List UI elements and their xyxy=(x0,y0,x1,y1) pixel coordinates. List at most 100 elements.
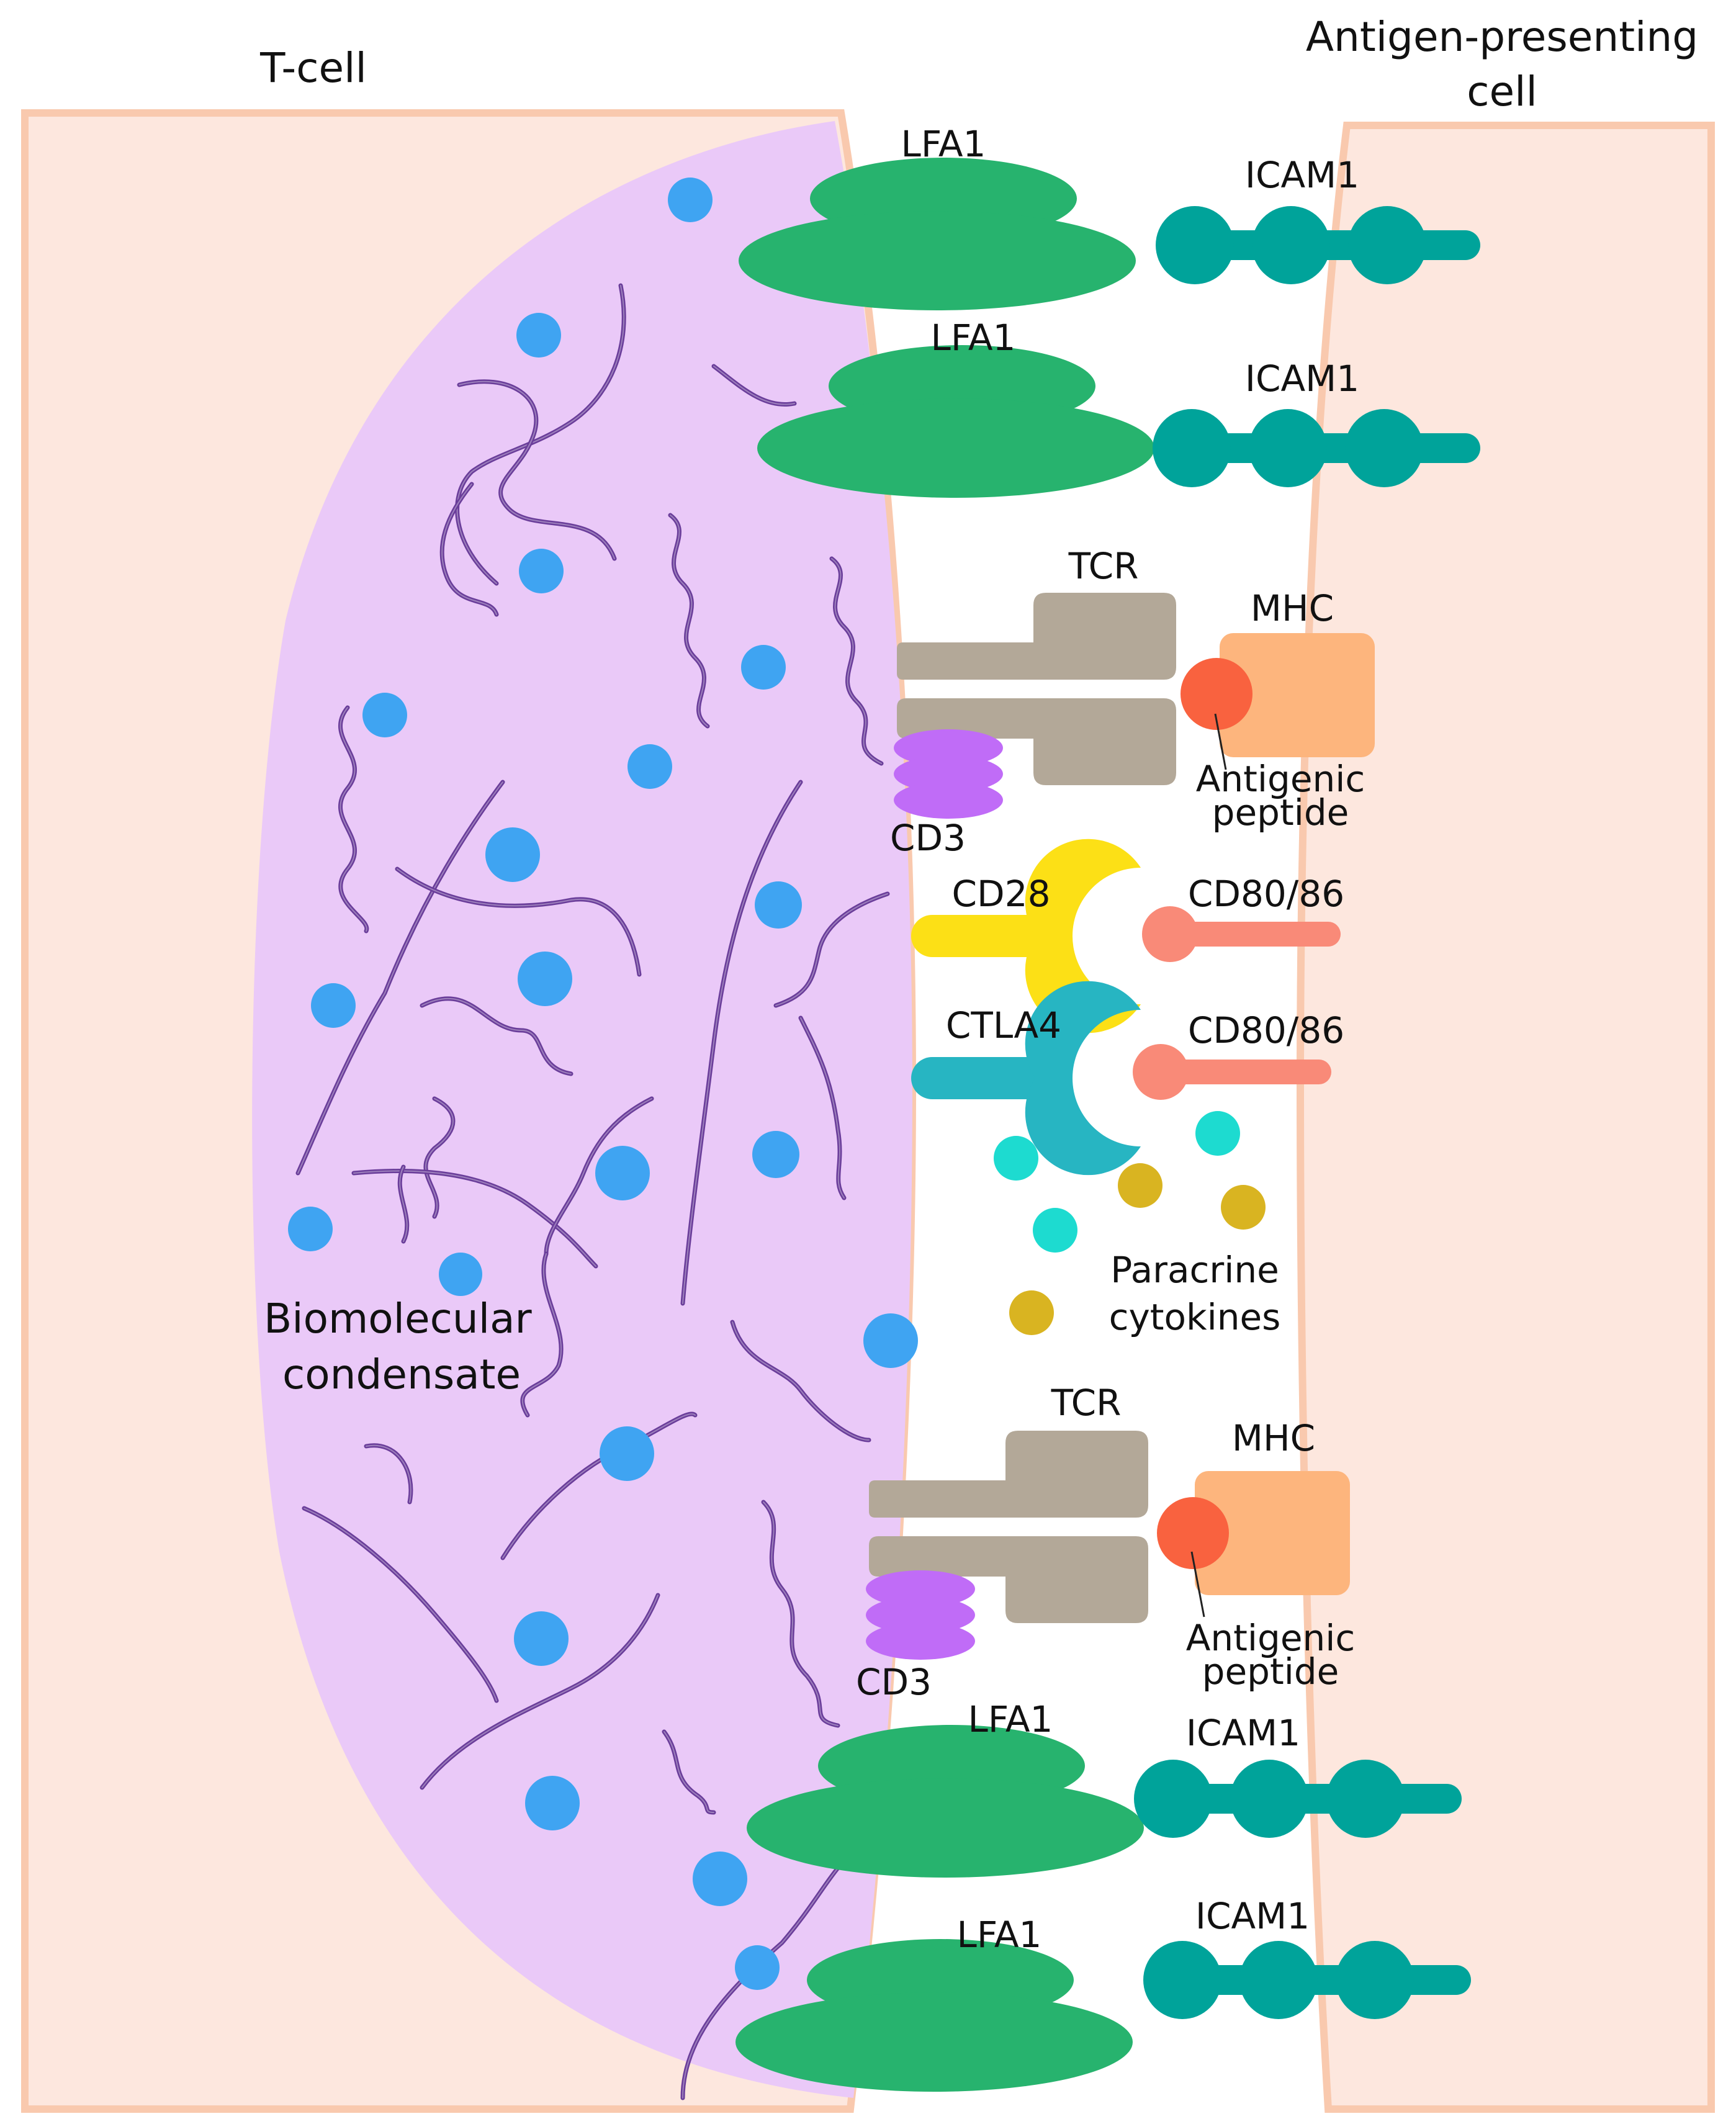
protein-dot xyxy=(595,1146,650,1200)
filament-highlight xyxy=(682,781,801,1304)
cd3-label-1: CD3 xyxy=(889,817,966,859)
filament xyxy=(420,996,573,1076)
ctla4-label: CTLA4 xyxy=(945,1004,1062,1046)
protein-dot xyxy=(519,549,564,593)
lfa1-molecule xyxy=(735,1939,1133,2092)
filament xyxy=(711,364,797,407)
cd3-subunit xyxy=(866,1622,975,1660)
lfa1-lower-lobe xyxy=(735,1992,1133,2092)
lfa1-lower-lobe xyxy=(739,211,1136,310)
filament-highlight xyxy=(522,1253,562,1416)
filament xyxy=(829,556,884,766)
tcr-molecule xyxy=(897,593,1176,785)
apc-label: Antigen-presenting cell xyxy=(1306,10,1698,119)
lfa1-lower-lobe xyxy=(757,398,1154,498)
cytokine-cyan xyxy=(1195,1111,1240,1156)
mhc-molecule xyxy=(1181,633,1375,770)
antigenic-peptide xyxy=(1157,1497,1229,1569)
icam1-domain xyxy=(1156,206,1234,284)
icam1-domain xyxy=(1230,1760,1308,1838)
condensate-label-line2: condensate xyxy=(282,1351,521,1398)
protein-dot xyxy=(514,1611,569,1666)
protein-dot xyxy=(525,1776,580,1830)
tcr-label-2: TCR xyxy=(1051,1382,1122,1424)
filament xyxy=(680,780,803,1306)
cd28-label: CD28 xyxy=(951,873,1051,915)
icam1-label-4: ICAM1 xyxy=(1195,1895,1310,1937)
mhc-label-2: MHC xyxy=(1231,1417,1316,1459)
lfa1-label-4: LFA1 xyxy=(956,1914,1042,1956)
cd3-subunit xyxy=(894,729,1003,767)
cd80-86-ligand xyxy=(1133,1044,1331,1100)
cytokine-cyan xyxy=(994,1136,1038,1181)
filament xyxy=(395,866,642,977)
peptide-pointer-line xyxy=(1190,1551,1205,1618)
filament xyxy=(455,283,626,586)
filament-highlight xyxy=(425,1098,454,1217)
antigenic-peptide-label-1: Antigenic peptide xyxy=(1195,758,1365,830)
filament xyxy=(295,780,505,1176)
condensate-region xyxy=(252,121,913,2098)
protein-dot xyxy=(518,952,572,1006)
filament-highlight xyxy=(800,1017,845,1199)
filament-highlight xyxy=(459,380,615,559)
protein-dot xyxy=(693,1852,747,1906)
filament xyxy=(439,482,499,617)
icam1-domain xyxy=(1336,1941,1414,2019)
protein-dot xyxy=(741,645,786,690)
condensate-label: Biomolecular condensate xyxy=(264,1291,532,1403)
cd3-subunit xyxy=(866,1570,975,1608)
protein-dot xyxy=(516,313,561,358)
icam1-domain xyxy=(1348,206,1426,284)
icam1-label-1: ICAM1 xyxy=(1244,154,1360,196)
peptide-pointer-line xyxy=(1214,713,1227,770)
cd80-86-head xyxy=(1142,906,1198,962)
filament-highlight xyxy=(397,868,640,975)
filament xyxy=(302,1506,499,1703)
icam1-molecule xyxy=(1143,1941,1471,2019)
antigenic-label-2-line1: Antigenic xyxy=(1185,1617,1356,1659)
antigenic-peptide-label-2: Antigenic peptide xyxy=(1185,1617,1356,1690)
filament-highlight xyxy=(456,285,625,584)
tcr-beta-chain xyxy=(869,1536,1148,1623)
protein-dot xyxy=(311,983,356,1028)
filament xyxy=(662,1729,716,1815)
icam1-molecule xyxy=(1153,409,1480,487)
filament xyxy=(544,1096,654,1256)
protein-dot xyxy=(600,1426,654,1481)
filament xyxy=(773,891,890,1008)
paracrine-label-line2: cytokines xyxy=(1109,1296,1281,1338)
lfa1-label-2: LFA1 xyxy=(930,317,1016,359)
filament-highlight xyxy=(304,1508,497,1701)
filament xyxy=(338,705,369,934)
apc-label-line1: Antigen-presenting xyxy=(1305,13,1699,61)
protein-dot xyxy=(362,693,407,737)
protein-dot xyxy=(752,1131,799,1178)
lfa1-molecule xyxy=(739,158,1136,310)
filament xyxy=(351,1169,598,1269)
cytokine-cyan xyxy=(1033,1208,1077,1253)
protein-dot xyxy=(735,1945,780,1990)
condensate-label-line1: Biomolecular xyxy=(264,1295,532,1343)
filament-highlight xyxy=(441,484,497,615)
protein-dot xyxy=(627,744,672,789)
icam1-domain xyxy=(1326,1760,1405,1838)
cd80-86-stalk xyxy=(1170,922,1341,947)
filament xyxy=(457,379,617,561)
icam1-domain xyxy=(1153,409,1231,487)
filament xyxy=(397,1164,410,1244)
ctla4-receptor-stalk xyxy=(911,1057,1054,1099)
protein-dot-group xyxy=(288,178,918,1990)
lfa1-label-1: LFA1 xyxy=(901,123,986,165)
cd3-molecule xyxy=(894,729,1003,819)
filament-highlight xyxy=(713,366,795,405)
lfa1-label-3: LFA1 xyxy=(968,1698,1053,1740)
paracrine-label-line1: Paracrine xyxy=(1110,1249,1279,1291)
icam1-molecule xyxy=(1134,1760,1462,1838)
paracrine-cytokines-label: Paracrine cytokines xyxy=(1109,1246,1281,1341)
cd80-86-stalk xyxy=(1161,1060,1331,1084)
filament xyxy=(420,1593,660,1790)
filament-highlight xyxy=(732,1321,870,1441)
antigenic-label-1-line1: Antigenic xyxy=(1195,758,1365,800)
